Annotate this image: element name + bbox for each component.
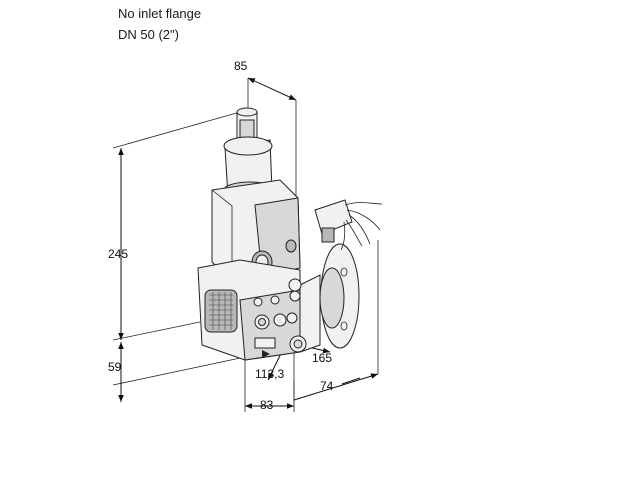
- dimension-245-label: 245: [108, 247, 128, 261]
- dimension-59: 59: [108, 342, 246, 402]
- caption-dn-size: DN 50 (2"): [118, 27, 179, 42]
- dimension-85-label: 85: [234, 59, 248, 73]
- dimension-245: 245: [108, 111, 241, 341]
- gas-valve-illustration: [197, 107, 383, 361]
- caption-no-inlet-flange: No inlet flange: [118, 6, 202, 21]
- dimension-83-label: 83: [260, 398, 274, 412]
- dimension-83: 83: [244, 352, 295, 412]
- dimension-74: 74: [293, 240, 379, 402]
- dimension-113-3-label: 113,3: [255, 367, 284, 381]
- dimension-74-label: 74: [320, 379, 334, 393]
- dimension-165-label: 165: [312, 351, 332, 365]
- dimension-59-label: 59: [108, 360, 122, 374]
